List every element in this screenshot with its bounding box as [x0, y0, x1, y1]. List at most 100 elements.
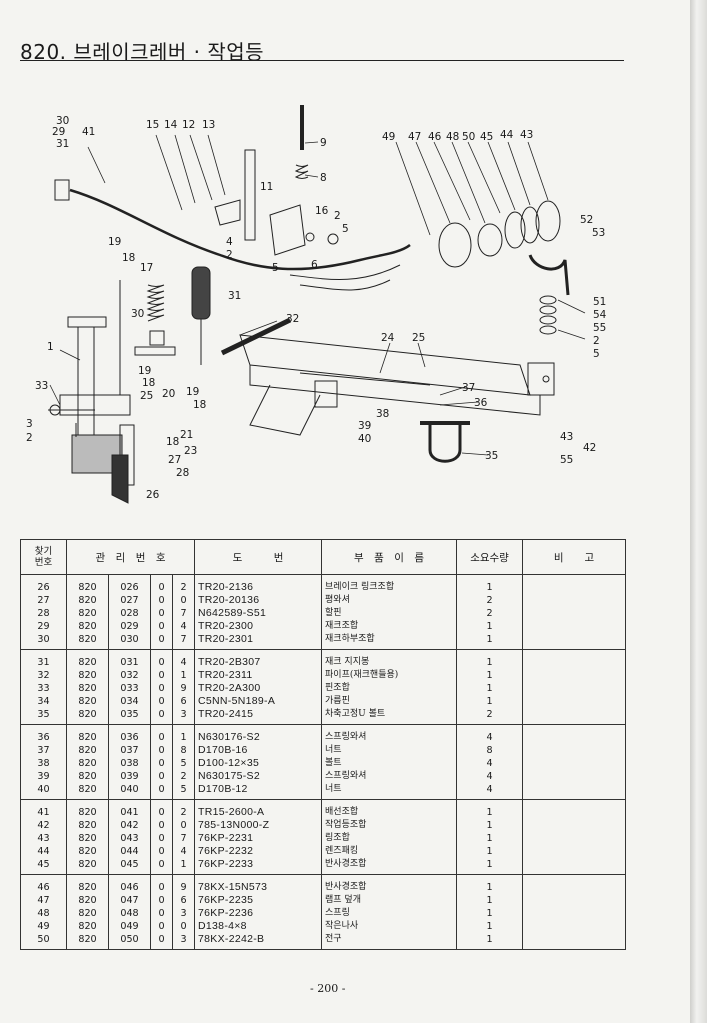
cell-quantity: 4 — [456, 783, 524, 800]
cell-mgmt-group: 820 — [66, 894, 109, 907]
cell-remark — [522, 894, 627, 907]
cell-remark — [522, 620, 627, 633]
cell-mgmt-group: 820 — [66, 933, 109, 950]
cell-drawing-no: D138-4×8 — [194, 920, 323, 933]
cell-mgmt-group: 820 — [66, 607, 109, 620]
cell-lookup-no: 37 — [20, 744, 67, 757]
cell-mgmt-group: 820 — [66, 858, 109, 875]
callout: 51 — [593, 296, 606, 308]
cell-mgmt-serial: 037 — [108, 744, 151, 757]
cell-drawing-no: TR20-2A300 — [194, 682, 323, 695]
jack-cylinder-drawing — [191, 266, 211, 365]
cell-quantity: 1 — [456, 695, 524, 708]
callout: 31 — [56, 138, 69, 150]
cell-mgmt-digit: 0 — [150, 845, 173, 858]
cell-quantity: 1 — [456, 633, 524, 650]
cell-quantity: 2 — [456, 708, 524, 725]
callout: 39 — [358, 420, 371, 432]
cell-mgmt-check: 2 — [171, 799, 196, 819]
cell-drawing-no: 76KP-2236 — [194, 907, 323, 920]
cell-mgmt-digit: 0 — [150, 620, 173, 633]
callout: 2 — [26, 432, 33, 444]
cell-mgmt-check: 6 — [171, 894, 196, 907]
cell-remark — [522, 744, 627, 757]
cell-mgmt-check: 7 — [171, 832, 196, 845]
title-underline — [20, 60, 624, 61]
cell-remark — [522, 649, 627, 669]
cell-part-name: 작업등조합 — [321, 819, 458, 832]
cell-remark — [522, 574, 627, 594]
callout: 33 — [35, 380, 48, 392]
callout: 18 — [122, 252, 135, 264]
callout: 2 — [334, 210, 341, 222]
cell-lookup-no: 48 — [20, 907, 67, 920]
callout: 9 — [320, 137, 327, 149]
cell-quantity: 4 — [456, 757, 524, 770]
cell-part-name: 스프링와셔 — [321, 724, 458, 744]
cell-part-name: 스프링 — [321, 907, 458, 920]
cell-quantity: 1 — [456, 933, 524, 950]
cell-mgmt-serial: 034 — [108, 695, 151, 708]
cell-quantity: 1 — [456, 845, 524, 858]
cell-drawing-no: 76KP-2233 — [194, 858, 323, 875]
leader-lines — [49, 134, 586, 456]
cell-lookup-no: 28 — [20, 607, 67, 620]
callout: 25 — [140, 390, 153, 402]
cell-part-name: 렌즈패킹 — [321, 845, 458, 858]
cell-drawing-no: 76KP-2235 — [194, 894, 323, 907]
cell-part-name: 브레이크 링크조합 — [321, 574, 458, 594]
header-lookup-no: 찾기 번호 — [20, 539, 67, 575]
jack-spring-drawing — [119, 280, 176, 395]
callout: 38 — [376, 408, 389, 420]
cell-mgmt-check: 3 — [171, 708, 196, 725]
cell-mgmt-check: 0 — [171, 594, 196, 607]
cell-part-name: 반사경조합 — [321, 874, 458, 894]
callout: 49 — [382, 131, 395, 143]
cell-quantity: 2 — [456, 607, 524, 620]
cell-remark — [522, 819, 627, 832]
cell-quantity: 1 — [456, 894, 524, 907]
callout: 21 — [180, 429, 193, 441]
cell-mgmt-check: 1 — [171, 669, 196, 682]
cell-mgmt-group: 820 — [66, 594, 109, 607]
cell-remark — [522, 708, 627, 725]
header-lookup-no-line2: 번호 — [34, 557, 53, 568]
cell-mgmt-serial: 047 — [108, 894, 151, 907]
cell-mgmt-group: 820 — [66, 783, 109, 800]
cell-mgmt-serial: 040 — [108, 783, 151, 800]
cell-drawing-no: TR20-2136 — [194, 574, 323, 594]
callout: 15 — [146, 119, 159, 131]
callout-numbers: 29 30 31 41 15 14 12 13 9 8 11 16 2 5 4 … — [26, 115, 607, 501]
cell-drawing-no: TR20-2300 — [194, 620, 323, 633]
cell-quantity: 1 — [456, 832, 524, 845]
cell-mgmt-digit: 0 — [150, 819, 173, 832]
cell-mgmt-serial: 045 — [108, 858, 151, 875]
callout: 27 — [168, 454, 181, 466]
cell-lookup-no: 33 — [20, 682, 67, 695]
cell-mgmt-digit: 0 — [150, 757, 173, 770]
callout: 52 — [580, 214, 593, 226]
callout: 28 — [176, 467, 189, 479]
callout: 37 — [462, 382, 475, 394]
callout: 18 — [166, 436, 179, 448]
cell-lookup-no: 45 — [20, 858, 67, 875]
work-light-drawing — [438, 200, 570, 335]
cell-lookup-no: 27 — [20, 594, 67, 607]
cell-remark — [522, 633, 627, 650]
cell-mgmt-check: 3 — [171, 933, 196, 950]
cell-mgmt-digit: 0 — [150, 695, 173, 708]
cell-mgmt-digit: 0 — [150, 907, 173, 920]
cell-mgmt-group: 820 — [66, 920, 109, 933]
cell-drawing-no: N642589-S51 — [194, 607, 323, 620]
cell-quantity: 1 — [456, 682, 524, 695]
cell-part-name: 차축고정U 볼트 — [321, 708, 458, 725]
callout: 35 — [485, 450, 498, 462]
cell-drawing-no: TR20-2B307 — [194, 649, 323, 669]
